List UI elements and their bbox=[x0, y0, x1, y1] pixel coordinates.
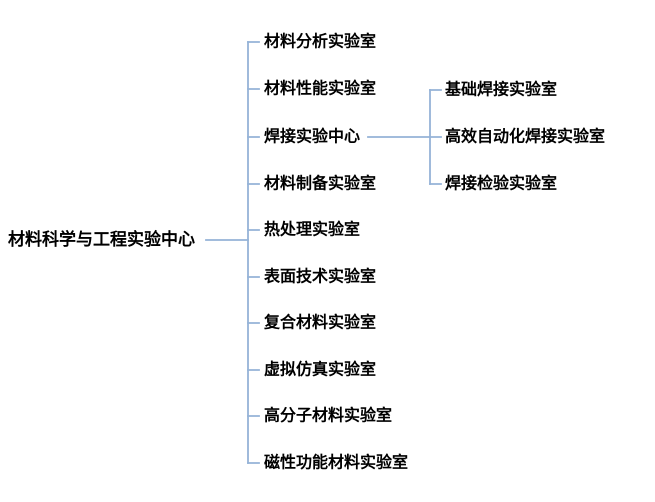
node-basic-welding-lab: 基础焊接实验室 bbox=[445, 81, 558, 99]
bracket-strokes bbox=[205, 41, 442, 464]
node-welding-inspection-lab: 焊接检验实验室 bbox=[445, 175, 558, 193]
node-composite-materials-lab: 复合材料实验室 bbox=[264, 314, 377, 332]
node-virtual-simulation-lab: 虚拟仿真实验室 bbox=[264, 361, 377, 379]
node-polymer-materials-lab: 高分子材料实验室 bbox=[264, 407, 393, 425]
node-magnetic-functional-materials-lab: 磁性功能材料实验室 bbox=[264, 454, 409, 472]
node-welding-center: 焊接实验中心 bbox=[264, 128, 361, 146]
node-material-preparation-lab: 材料制备实验室 bbox=[264, 175, 377, 193]
node-automated-welding-lab: 高效自动化焊接实验室 bbox=[445, 128, 606, 146]
node-heat-treatment-lab: 热处理实验室 bbox=[264, 221, 361, 239]
node-material-analysis-lab: 材料分析实验室 bbox=[264, 33, 377, 51]
node-surface-technology-lab: 表面技术实验室 bbox=[264, 268, 377, 286]
node-material-properties-lab: 材料性能实验室 bbox=[264, 80, 377, 98]
node-center-root: 材料科学与工程实验中心 bbox=[8, 229, 195, 249]
